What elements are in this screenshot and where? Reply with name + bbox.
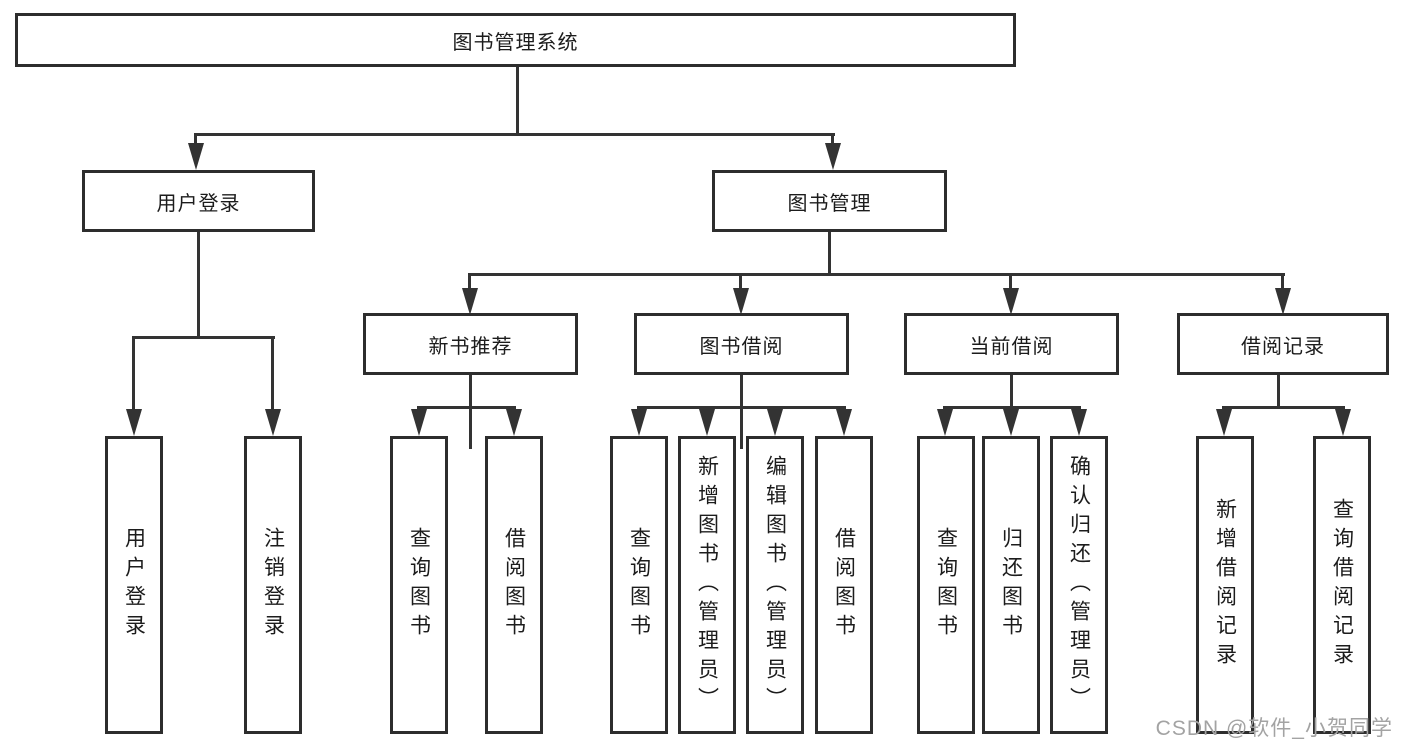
- node-label: 用户登录: [156, 192, 241, 215]
- leaf-label: 借阅图书: [502, 527, 526, 643]
- arrow-down: [1216, 406, 1232, 436]
- arrow-down: [733, 273, 749, 315]
- leaf-add-books-admin: 新增图书（管理员）: [678, 436, 736, 734]
- node-label: 当前借阅: [969, 335, 1054, 358]
- leaf-borrow-books-recommend: 借阅图书: [485, 436, 543, 734]
- leaf-query-books-borrowing: 查询图书: [610, 436, 668, 734]
- connector-line: [638, 406, 846, 409]
- arrow-down: [1003, 273, 1019, 315]
- arrow-down: [265, 336, 281, 436]
- arrow-down: [825, 133, 841, 170]
- node-label: 图书借阅: [699, 335, 784, 358]
- leaf-label: 归还图书: [999, 527, 1023, 643]
- leaf-edit-books-admin: 编辑图书（管理员）: [746, 436, 804, 734]
- node-label: 借阅记录: [1241, 335, 1325, 358]
- leaf-query-books-current: 查询图书: [917, 436, 975, 734]
- leaf-label: 用户登录: [122, 527, 146, 643]
- leaf-confirm-return-admin: 确认归还（管理员）: [1050, 436, 1108, 734]
- arrow-down: [1003, 406, 1019, 436]
- connector-line: [469, 375, 472, 449]
- leaf-label: 查询图书: [934, 527, 958, 643]
- leaf-label: 查询图书: [627, 527, 651, 643]
- leaf-label: 查询借阅记录: [1330, 498, 1354, 672]
- csdn-watermark: CSDN @软件_小贺同学: [1155, 717, 1393, 740]
- node-label: 新书推荐: [428, 335, 513, 358]
- connector-line: [1010, 375, 1013, 406]
- leaf-label: 查询图书: [407, 527, 431, 643]
- node-borrowing-records: 借阅记录: [1177, 313, 1389, 375]
- arrow-down: [631, 406, 647, 436]
- connector-line: [133, 336, 275, 339]
- leaf-return-books: 归还图书: [982, 436, 1040, 734]
- arrow-down: [836, 406, 852, 436]
- connector-line: [195, 133, 835, 136]
- node-book-management: 图书管理: [712, 170, 947, 232]
- arrow-down: [462, 273, 478, 315]
- arrow-down: [767, 406, 783, 436]
- leaf-user-login: 用户登录: [105, 436, 163, 734]
- node-new-book-recommend: 新书推荐: [363, 313, 578, 375]
- leaf-label: 新增借阅记录: [1213, 498, 1237, 672]
- leaf-logout: 注销登录: [244, 436, 302, 734]
- arrow-down: [1335, 406, 1351, 436]
- node-library-management-system: 图书管理系统: [15, 13, 1016, 67]
- leaf-borrow-books-borrowing: 借阅图书: [815, 436, 873, 734]
- arrow-down: [506, 406, 522, 436]
- connector-line: [418, 406, 516, 409]
- arrow-down: [188, 133, 204, 170]
- connector-line: [944, 406, 1081, 409]
- node-label: 图书管理: [787, 192, 872, 215]
- connector-line: [1277, 375, 1280, 406]
- arrow-down: [1071, 406, 1087, 436]
- leaf-label: 新增图书（管理员）: [695, 454, 719, 716]
- leaf-label: 注销登录: [261, 527, 285, 643]
- arrow-down: [411, 406, 427, 436]
- node-user-login: 用户登录: [82, 170, 315, 232]
- arrow-down: [126, 336, 142, 436]
- arrow-down: [937, 406, 953, 436]
- leaf-query-books-recommend: 查询图书: [390, 436, 448, 734]
- connector-line: [516, 67, 519, 133]
- leaf-query-borrow-record: 查询借阅记录: [1313, 436, 1371, 734]
- node-current-borrowing: 当前借阅: [904, 313, 1119, 375]
- leaf-label: 借阅图书: [832, 527, 856, 643]
- leaf-label: 编辑图书（管理员）: [763, 454, 787, 716]
- connector-line: [1223, 406, 1345, 409]
- connector-line: [828, 232, 831, 273]
- leaf-add-borrow-record: 新增借阅记录: [1196, 436, 1254, 734]
- connector-line: [740, 375, 743, 449]
- connector-line: [468, 273, 1285, 276]
- arrow-down: [1275, 273, 1291, 315]
- connector-line: [197, 232, 200, 336]
- leaf-label: 确认归还（管理员）: [1067, 454, 1091, 716]
- node-label: 图书管理系统: [452, 31, 579, 54]
- node-book-borrowing: 图书借阅: [634, 313, 849, 375]
- arrow-down: [699, 406, 715, 436]
